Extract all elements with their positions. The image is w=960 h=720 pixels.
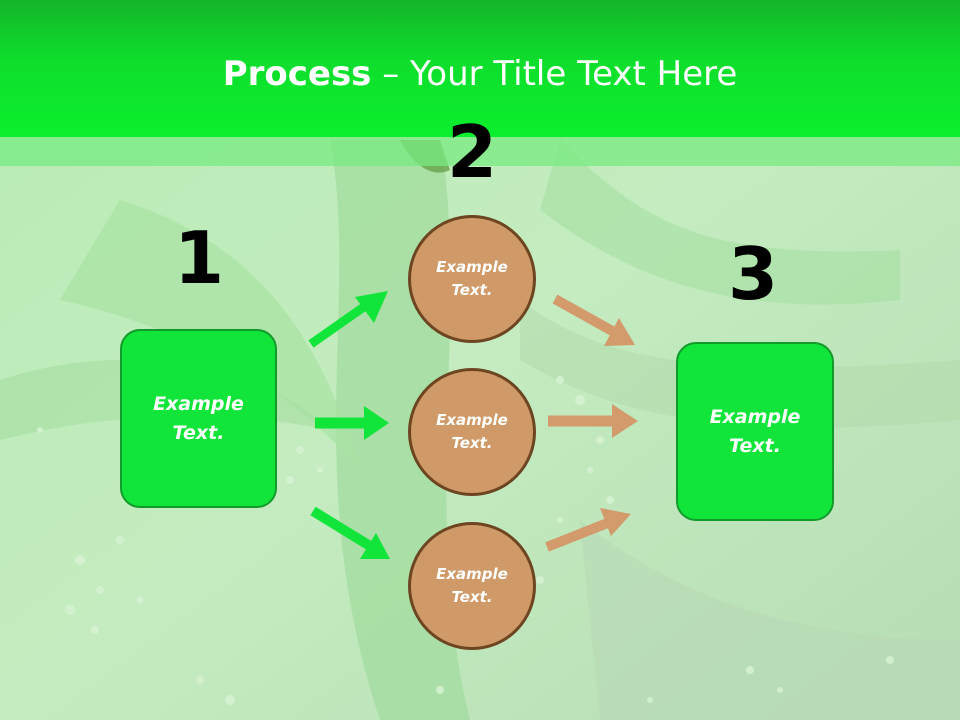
circle-label-middle: Example Text. [436,411,508,452]
tan-arrow-top [552,294,635,346]
circle-label-top: Example Text. [436,258,508,299]
green-arrow-up [308,291,388,348]
tan-arrow-middle [548,404,638,438]
step-2-circle-bottom: Example Text. [408,522,536,650]
header-band [0,0,960,137]
green-arrow-middle [315,406,389,440]
step-3-box: Example Text. [676,342,834,521]
tan-arrow-bottom [545,508,631,552]
step-1-box: Example Text. [120,329,277,508]
step-number-2: 2 [446,110,498,194]
green-arrow-down [310,506,390,559]
step-number-3: 3 [727,232,779,316]
step-2-circle-middle: Example Text. [408,368,536,496]
step-2-circle-top: Example Text. [408,215,536,343]
title-rest: – Your Title Text Here [371,54,738,94]
slide-title: Process – Your Title Text Here [0,52,960,96]
title-bold: Process [222,54,372,94]
circle-label-bottom: Example Text. [436,565,508,606]
header-strip [0,137,960,166]
step-3-label: Example Text. [709,405,801,457]
step-1-label: Example Text. [153,392,244,444]
step-number-1: 1 [173,216,225,300]
